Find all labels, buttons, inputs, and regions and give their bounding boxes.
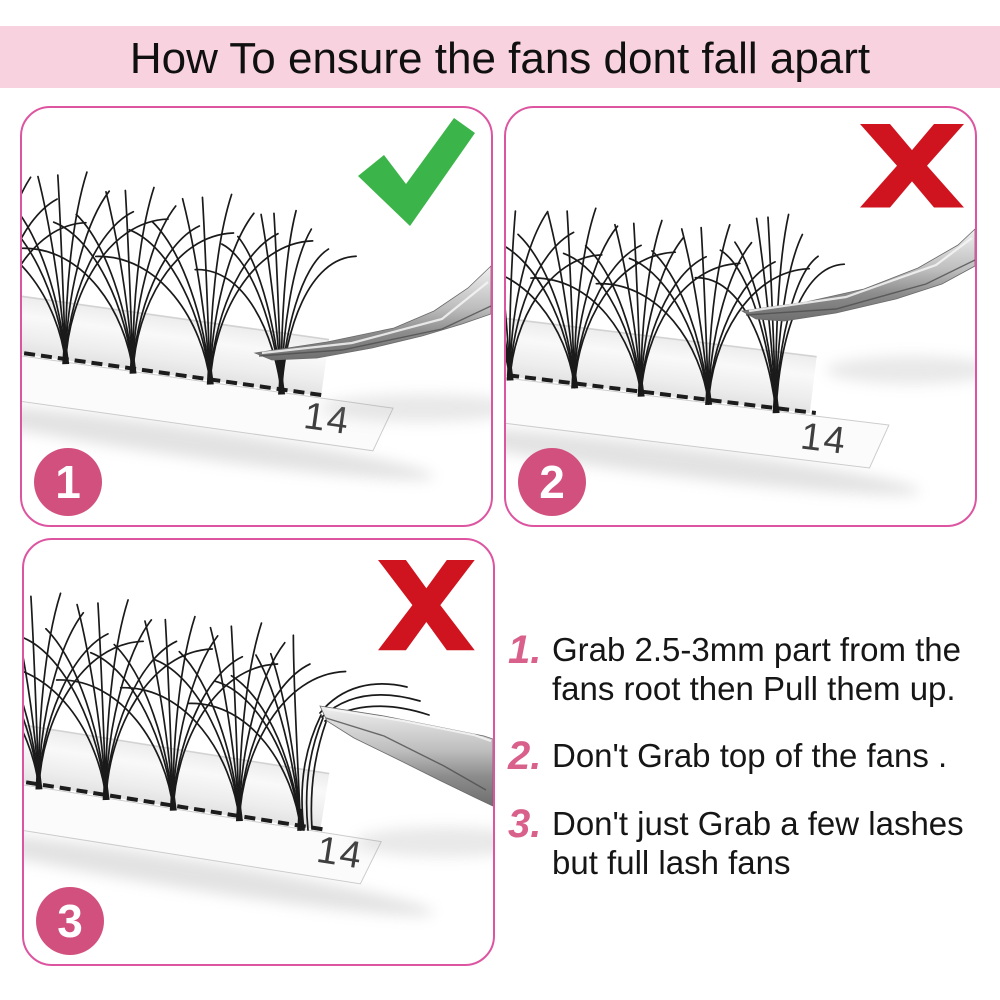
panel-step-1-correct: 14 1	[20, 106, 493, 527]
instruction-text-2: Don't Grab top of the fans .	[552, 737, 948, 774]
instruction-item-3: 3. Don't just Grab a few lashes but full…	[508, 804, 986, 882]
page-title: How To ensure the fans dont fall apart	[0, 26, 1000, 88]
instruction-item-1: 1. Grab 2.5-3mm part from the fans root …	[508, 630, 986, 708]
instruction-text-1: Grab 2.5-3mm part from the fans root the…	[552, 631, 961, 707]
tweezers	[740, 228, 975, 384]
tweezers	[319, 705, 493, 857]
step-number: 3	[57, 895, 83, 947]
instruction-text-3: Don't just Grab a few lashes but full la…	[552, 805, 964, 881]
strip-size-label: 14	[798, 416, 849, 463]
step-badge-3: 3	[36, 887, 104, 955]
lash-strip-photo-3: 14	[24, 560, 493, 916]
instructions-list: 1. Grab 2.5-3mm part from the fans root …	[508, 630, 986, 910]
checkmark-icon	[358, 118, 475, 226]
step-number: 1	[55, 456, 81, 508]
panel-step-3-wrong: 14 3	[22, 538, 495, 966]
instruction-number-1: 1.	[508, 628, 542, 672]
step-badge-1: 1	[34, 448, 102, 516]
instruction-number-3: 3.	[508, 802, 542, 846]
step-badge-2: 2	[518, 448, 586, 516]
x-mark-icon	[378, 560, 475, 651]
instruction-number-2: 2.	[508, 734, 542, 778]
lash-strip-photo-1: 14	[22, 118, 491, 480]
strip-size-label: 14	[314, 829, 366, 878]
instruction-item-2: 2. Don't Grab top of the fans .	[508, 736, 986, 776]
x-mark-icon	[860, 124, 964, 208]
step-number: 2	[539, 456, 565, 508]
panel-step-2-wrong: 14 2	[504, 106, 977, 527]
tweezers	[253, 265, 491, 422]
lash-strip-photo-2: 14	[506, 124, 975, 495]
